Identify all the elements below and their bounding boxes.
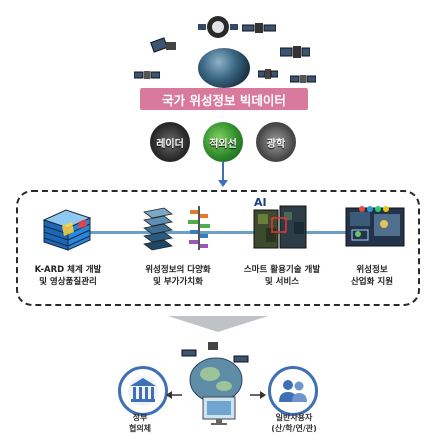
satellite-icon [133, 66, 161, 79]
page-title: 국가 위성정보 빅데이터 [140, 88, 308, 110]
down-arrow-icon [218, 180, 228, 187]
industry-map-icon [344, 204, 406, 248]
process-container [16, 190, 420, 306]
satellite-icon [279, 42, 311, 62]
k-ard-cube-icon [38, 206, 94, 252]
stage-1-line1: K-ARD 체계 개발 [34, 265, 102, 275]
monitor-icon [202, 396, 236, 426]
users-icon [268, 366, 318, 416]
down-chevron-icon [168, 316, 268, 332]
optical-sensor: 광학 [256, 122, 296, 162]
stage-1-line2: 및 영상품질관리 [39, 277, 97, 287]
layer-stack-icon [138, 204, 178, 252]
satellite-icon [198, 12, 238, 42]
stage-3-line2: 및 서비스 [264, 277, 300, 287]
satellite-icon [289, 70, 317, 83]
bottom-globe-icon [176, 340, 256, 410]
stage-4-line1: 위성정보 [356, 265, 388, 275]
government-line2: 협의체 [128, 424, 152, 433]
radar-label: 레이더 [156, 138, 184, 150]
stage-2-label: 위성정보의 다양화 및 부가가치화 [128, 264, 228, 288]
stage-2-line1: 위성정보의 다양화 [145, 265, 211, 275]
value-tree-icon [184, 202, 214, 252]
stage-3-label: 스마트 활용기술 개발 및 서비스 [232, 264, 332, 288]
infrared-sensor: 적외선 [203, 122, 243, 162]
title-text: 국가 위성정보 빅데이터 [162, 92, 286, 108]
satellite-icon [241, 20, 277, 34]
government-line1: 정부 [132, 413, 148, 422]
ai-imagery-icon: AI [252, 196, 308, 250]
satellite-icon [150, 34, 180, 56]
stage-1-label: K-ARD 체계 개발 및 영상품질관리 [22, 264, 114, 288]
stage-4-label: 위성정보 산업화 지원 [336, 264, 408, 288]
radar-sensor: 레이더 [150, 122, 190, 162]
government-label: 정부 협의체 [112, 412, 168, 434]
satellite-cluster [120, 8, 320, 90]
satellite-icon [257, 66, 279, 80]
optical-label: 광학 [266, 138, 286, 150]
earth-icon [198, 48, 250, 88]
infrared-label: 적외선 [209, 138, 237, 150]
government-icon [118, 366, 168, 416]
user-arrow-icon [250, 386, 266, 399]
down-connector [222, 162, 224, 184]
stage-2-line2: 및 부가가치화 [153, 277, 203, 287]
flow-line [60, 231, 378, 234]
pin-dots [358, 198, 392, 212]
user-line1: 일반사용자 [275, 413, 313, 422]
user-label: 일반사용자 (산/학/연/관) [252, 412, 336, 434]
gov-arrow-icon [166, 386, 182, 399]
user-line2: (산/학/연/관) [271, 424, 317, 433]
ai-label: AI [254, 196, 267, 209]
stage-3-line1: 스마트 활용기술 개발 [243, 265, 321, 275]
stage-4-line2: 산업화 지원 [350, 277, 394, 287]
